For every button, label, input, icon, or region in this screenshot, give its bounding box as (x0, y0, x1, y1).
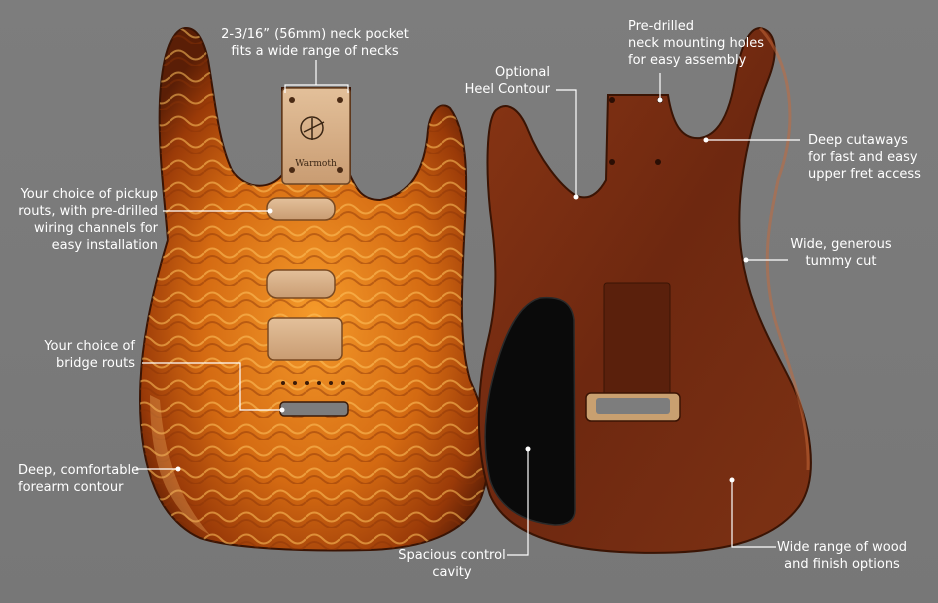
callout-mounting-holes: Pre-drilled neck mounting holes for easy… (628, 19, 765, 68)
callout-heel-contour: Optional Heel Contour (464, 65, 550, 97)
callout-tummy-cut: Wide, generous tummy cut (790, 237, 892, 269)
callout-leaders (136, 60, 800, 556)
callout-bridge-routs: Your choice of bridge routs (44, 339, 135, 371)
callout-forearm-contour: Deep, comfortable forearm contour (18, 463, 140, 495)
warmoth-logo: Warmoth (295, 116, 337, 169)
callout-control-cavity: Spacious control cavity (398, 548, 506, 580)
callout-cutaways: Deep cutaways for fast and easy upper fr… (808, 133, 921, 182)
callout-neck-pocket: 2-3/16” (56mm) neck pocket fits a wide r… (221, 27, 409, 59)
callout-dots (175, 97, 749, 483)
front-body: Warmoth (138, 26, 491, 552)
callout-pickup-routs: Your choice of pickup routs, with pre-dr… (18, 187, 158, 253)
callout-wood-finish: Wide range of wood and finish options (777, 540, 907, 572)
back-body (477, 26, 812, 554)
svg-text:Warmoth: Warmoth (295, 159, 337, 169)
